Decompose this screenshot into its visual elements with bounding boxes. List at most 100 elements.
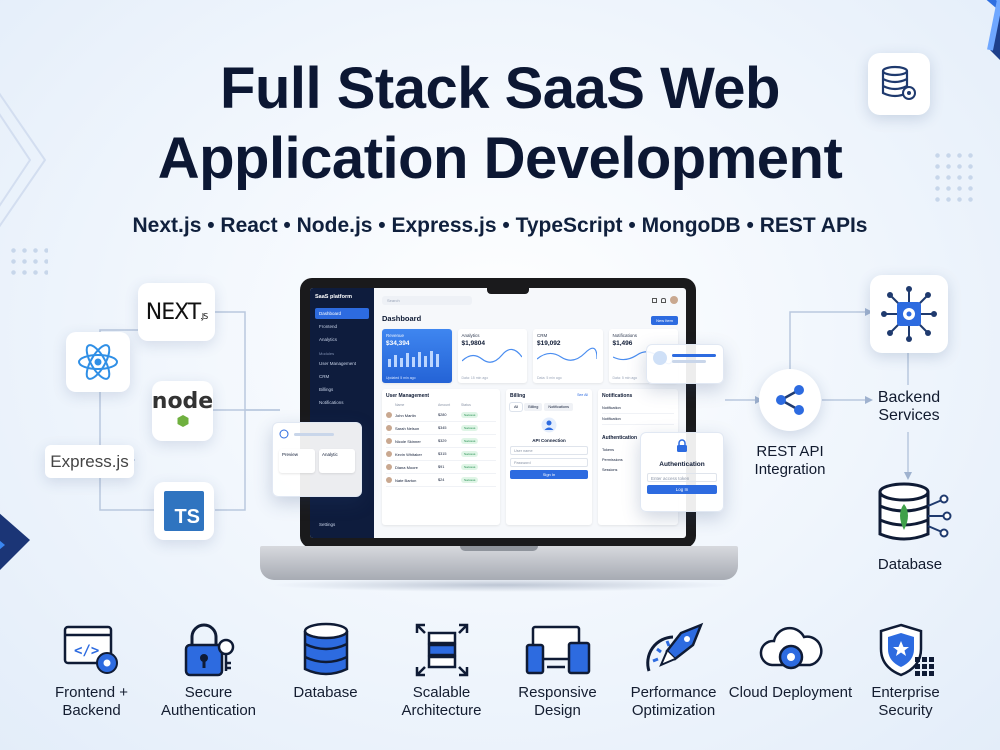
database-label: Database <box>877 556 943 573</box>
tab-billing[interactable]: Billing <box>524 403 543 411</box>
expressjs-logo: Express.js <box>50 451 129 471</box>
sidebar-section-label: Modules <box>319 351 335 356</box>
database-settings-tile <box>868 53 930 115</box>
see-all-link[interactable]: See All <box>577 393 588 397</box>
user-name: Diana Moore <box>395 464 418 470</box>
status-badge: Success <box>461 438 479 444</box>
sidebar-item-notifications[interactable]: Notifications <box>319 400 344 405</box>
bell-icon[interactable] <box>661 297 666 303</box>
stat-card-value: $34,394 <box>386 340 410 347</box>
user-amount: $24 <box>438 478 445 482</box>
column-header: Amount <box>438 403 451 407</box>
sidebar-item-settings[interactable]: Settings <box>319 522 336 527</box>
new-item-button[interactable]: New Item <box>651 316 678 325</box>
lock-icon <box>677 439 687 452</box>
nextjs-logo: NEXT.JS <box>146 300 208 325</box>
stat-card-revenue[interactable]: Revenue $34,394 Updated 5 min ago <box>382 329 452 383</box>
feature-enterprise-security: Enterprise Security <box>843 618 968 720</box>
preview-tab[interactable]: Preview <box>279 449 315 473</box>
app-brand: SaaS platform <box>315 294 352 300</box>
dot-grid-decoration <box>8 245 48 280</box>
user-name: John Martin <box>395 412 416 418</box>
mail-icon[interactable] <box>652 297 657 303</box>
laptop-screen: SaaS platform Dashboard Frontend Analyti… <box>300 278 696 548</box>
user-amount: $345 <box>438 426 447 430</box>
nodejs-hex-icon <box>177 415 188 427</box>
avatar[interactable] <box>670 296 678 304</box>
status-badge: Success <box>461 425 479 431</box>
log-in-button[interactable]: Log In <box>647 485 717 494</box>
database-gear-icon <box>881 65 916 100</box>
laptop-groove <box>460 546 538 551</box>
floating-profile-card <box>646 344 724 384</box>
notification-item[interactable]: Notification <box>602 403 674 414</box>
sidebar-item-user-management[interactable]: User Management <box>319 361 357 366</box>
authentication-card: Authentication Enter access token Log In <box>640 432 724 512</box>
chip-network-icon <box>881 286 937 342</box>
column-header: Status <box>461 403 471 407</box>
access-token-field[interactable]: Enter access token <box>647 473 717 482</box>
feature-label: Secure Authentication <box>160 684 257 719</box>
feature-cloud-deployment: Cloud Deployment <box>728 618 853 702</box>
user-name: Nate Barton <box>395 477 417 483</box>
line-sparkline <box>461 348 522 363</box>
sidebar-item-billings[interactable]: Billings <box>319 387 334 392</box>
username-field[interactable]: User name <box>510 446 588 455</box>
analytic-tab[interactable]: Analytic <box>319 449 355 473</box>
sidebar-item-analytics[interactable]: Analytics <box>319 337 338 342</box>
auth-item[interactable]: Tokens <box>602 448 615 452</box>
table-row[interactable]: Nate Barton $24 Success <box>386 474 496 487</box>
notification-item[interactable]: Notification <box>602 414 674 425</box>
password-field[interactable]: Password <box>510 458 588 467</box>
panel-title: Notifications <box>602 393 633 399</box>
dashboard-title: Dashboard <box>382 314 422 323</box>
responsive-devices-icon <box>525 625 590 675</box>
app-topbar: Search <box>382 294 678 306</box>
api-connection-label: API Connection <box>532 438 566 443</box>
laptop-shadow <box>270 578 730 592</box>
topbar-actions <box>652 296 678 304</box>
page-title-line-2: Application Development <box>157 126 843 191</box>
feature-label: Cloud Deployment <box>728 684 853 701</box>
database-icon <box>303 622 348 676</box>
chevron-decoration <box>0 92 47 228</box>
user-amount: $329 <box>438 439 447 443</box>
rest-api-node <box>759 369 821 431</box>
feature-label: Database <box>293 684 358 701</box>
placeholder-line <box>672 359 706 363</box>
line-sparkline <box>536 347 598 361</box>
react-icon <box>78 344 118 380</box>
stat-card-analytics[interactable]: Analytics $1,9804 Data: 15 min ago <box>457 329 527 383</box>
table-header: Name Amount Status <box>386 403 496 407</box>
bar-sparkline <box>388 351 439 367</box>
sign-in-button[interactable]: Sign In <box>510 470 588 479</box>
sidebar-item-crm[interactable]: CRM <box>319 374 330 379</box>
feature-label: Frontend + Backend <box>55 684 128 719</box>
avatar <box>386 412 392 418</box>
auth-item[interactable]: Permissions <box>602 458 623 462</box>
sidebar-item-dashboard[interactable]: Dashboard <box>315 308 369 319</box>
feature-label: Enterprise Security <box>871 684 940 719</box>
tab-notifications[interactable]: Notifications <box>544 403 574 411</box>
stat-card-footer: Updated 5 min ago <box>386 376 416 380</box>
stat-card-label: Revenue <box>386 333 405 338</box>
tab-all[interactable]: All <box>510 403 523 411</box>
auth-item[interactable]: Sessions <box>602 468 618 472</box>
status-badge: Success <box>461 464 479 470</box>
stat-card-footer: Data: 5 min ago <box>537 376 562 380</box>
auth-card-title: Authentication <box>659 461 705 468</box>
stat-card-crm[interactable]: CRM $19,092 Data: 5 min ago <box>533 329 603 383</box>
search-input[interactable]: Search <box>382 295 472 305</box>
laptop-notch <box>487 288 529 294</box>
nodejs-logo: node <box>151 389 214 414</box>
shield-grid-icon <box>879 623 934 677</box>
mongodb-database-icon <box>878 482 952 541</box>
sidebar-item-frontend[interactable]: Frontend <box>319 324 338 329</box>
status-badge: Success <box>461 477 479 483</box>
